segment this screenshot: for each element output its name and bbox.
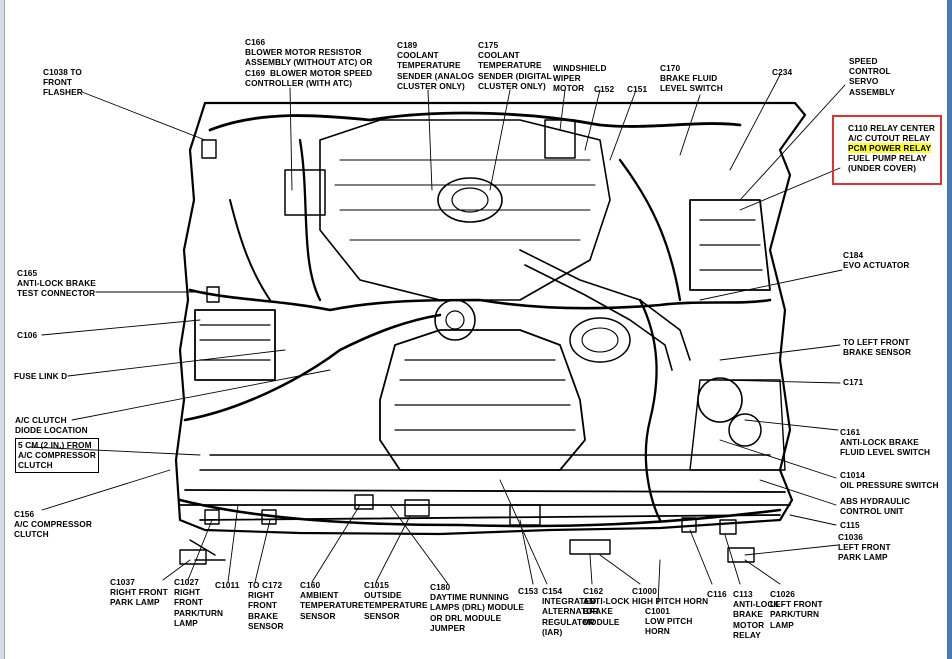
label-c166: C166 BLOWER MOTOR RESISTOR ASSEMBLY (WIT… <box>245 37 373 88</box>
label-c1038: C1038 TO FRONT FLASHER <box>43 67 83 98</box>
engine-block <box>379 329 586 471</box>
label-c189: C189 COOLANT TEMPERATURE SENDER (ANALOG … <box>397 40 474 91</box>
label-pcm-power-relay-wrap: PCM POWER RELAY <box>848 143 932 153</box>
label-speed-control-servo: SPEED CONTROL SERVO ASSEMBLY <box>849 56 896 97</box>
label-c1000: C1000 HIGH PITCH HORN <box>632 586 709 607</box>
label-c234: C234 <box>772 67 793 77</box>
label-c110-relay-center: C110 RELAY CENTER <box>848 123 936 133</box>
label-to-c172: TO C172 RIGHT FRONT BRAKE SENSOR <box>248 580 284 631</box>
label-c170: C170 BRAKE FLUID LEVEL SWITCH <box>660 63 723 94</box>
label-c113: C113 ANTI-LOCK BRAKE MOTOR RELAY <box>733 589 780 640</box>
label-c162: C162 ANTI-LOCK BRAKE MODULE <box>583 586 630 627</box>
window-edge <box>947 0 952 659</box>
label-pcm-power-relay: PCM POWER RELAY <box>848 143 932 153</box>
label-c152: C152 <box>594 84 615 94</box>
label-c1026: C1026 LEFT FRONT PARK/TURN LAMP <box>770 589 823 630</box>
label-abs-hydraulic-control-unit: ABS HYDRAULIC CONTROL UNIT <box>840 496 910 517</box>
compartment-outline <box>174 101 807 536</box>
label-fuel-pump-relay: FUEL PUMP RELAY <box>848 153 927 163</box>
label-ac-cutout-relay: A/C CUTOUT RELAY <box>848 133 931 143</box>
label-c153: C153 <box>518 586 539 596</box>
label-c1011: C1011 <box>215 580 240 590</box>
label-c1001: C1001 LOW PITCH HORN <box>645 606 693 637</box>
label-c165: C165 ANTI-LOCK BRAKE TEST CONNECTOR <box>17 268 96 299</box>
callout-box-c110 <box>832 115 942 185</box>
label-ac-clutch-note: 5 CM (2 IN.) FROM A/C COMPRESSOR CLUTCH <box>15 438 99 473</box>
intake-manifold <box>319 119 611 301</box>
leader-lines <box>29 74 846 605</box>
wire-harness <box>208 111 742 132</box>
label-c160: C160 AMBIENT TEMPERATURE SENSOR <box>300 580 364 621</box>
label-c1037: C1037 RIGHT FRONT PARK LAMP <box>110 577 168 608</box>
label-fuse-link-d: FUSE LINK D <box>14 371 68 381</box>
label-c161: C161 ANTI-LOCK BRAKE FLUID LEVEL SWITCH <box>840 427 931 458</box>
label-c1027: C1027 RIGHT FRONT PARK/TURN LAMP <box>174 577 224 628</box>
label-c184: C184 EVO ACTUATOR <box>843 250 910 271</box>
label-c1014: C1014 OIL PRESSURE SWITCH <box>840 470 939 491</box>
label-c175: C175 COOLANT TEMPERATURE SENDER (DIGITAL… <box>478 40 552 91</box>
label-windshield-wiper-motor: WINDSHIELD WIPER MOTOR <box>553 63 607 94</box>
label-c171: C171 <box>843 377 864 387</box>
label-c151: C151 <box>627 84 648 94</box>
label-under-cover: (UNDER COVER) <box>848 163 917 173</box>
label-c156: C156 A/C COMPRESSOR CLUTCH <box>14 509 92 540</box>
label-left-front-brake-sensor: TO LEFT FRONT BRAKE SENSOR <box>843 337 912 358</box>
label-c116: C116 <box>707 589 727 599</box>
label-c115: C115 <box>840 520 860 530</box>
label-c180: C180 DAYTIME RUNNING LAMPS (DRL) MODULE … <box>430 582 524 633</box>
label-c1015: C1015 OUTSIDE TEMPERATURE SENSOR <box>364 580 428 621</box>
label-c1036: C1036 LEFT FRONT PARK LAMP <box>838 532 891 563</box>
label-c106: C106 <box>17 330 38 340</box>
label-ac-clutch-diode: A/C CLUTCH DIODE LOCATION <box>15 415 88 436</box>
label-c154: C154 INTEGRATED ALTERNATOR REGULATOR (IA… <box>542 586 599 637</box>
abs-unit <box>689 199 771 291</box>
